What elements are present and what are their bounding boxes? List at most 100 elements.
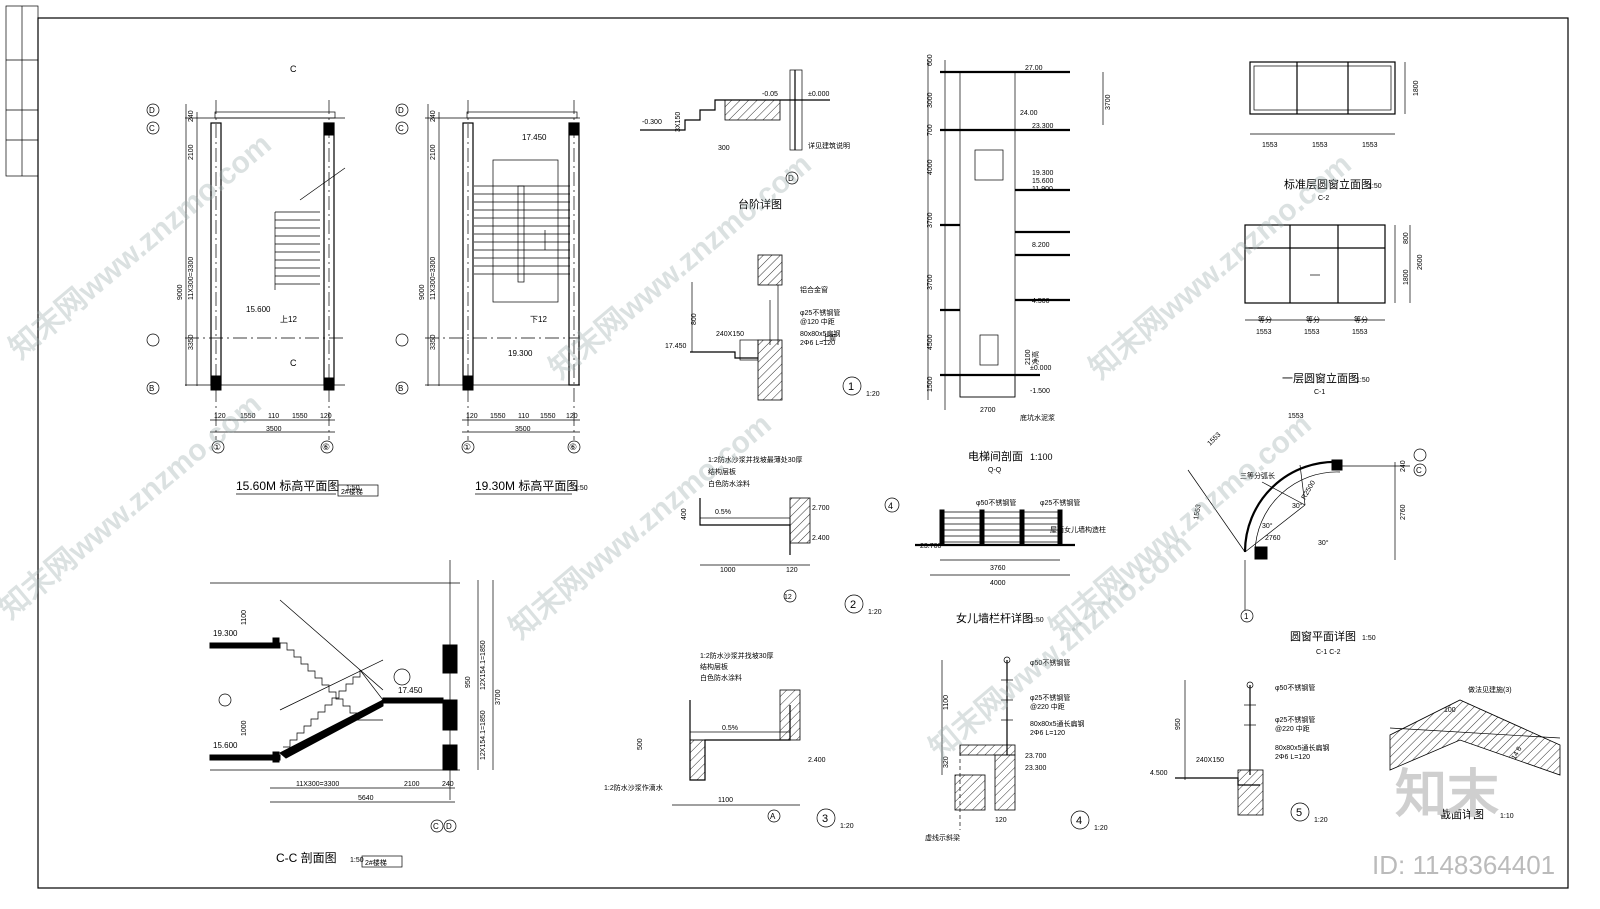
svg-text:-0.05: -0.05 (762, 91, 778, 98)
section-title: 电梯间剖面 (968, 449, 1023, 463)
svg-text:80x80x5扁钢: 80x80x5扁钢 (800, 329, 840, 338)
svg-text:2.400: 2.400 (808, 757, 826, 764)
plan-title: 19.30M 标高平面图 (475, 478, 578, 493)
svg-text:2100: 2100 (430, 144, 437, 160)
svg-text:5: 5 (1296, 807, 1302, 819)
svg-text:1553: 1553 (1304, 329, 1320, 336)
svg-text:800: 800 (691, 313, 698, 325)
svg-text:4: 4 (1076, 815, 1082, 827)
svg-text:240: 240 (430, 110, 437, 122)
svg-text:12X154.1=1850: 12X154.1=1850 (480, 710, 487, 760)
cutoff-detail: 做法见建施(3) 100 14 6 截面详图 1:10 (1389, 685, 1561, 821)
svg-text:120: 120 (995, 817, 1007, 824)
svg-text:C: C (149, 124, 155, 133)
svg-text:A: A (770, 812, 776, 821)
svg-text:知末网www.znzmo.com: 知末网www.znzmo.com (0, 388, 268, 626)
svg-text:1:50: 1:50 (350, 857, 364, 864)
svg-text:2760: 2760 (1400, 504, 1407, 520)
sheet-border (37, 17, 1569, 889)
svg-text:等分: 等分 (1306, 315, 1320, 324)
svg-text:1000: 1000 (241, 720, 248, 736)
svg-text:2.400: 2.400 (812, 535, 830, 542)
detail-5: 950 φ50不锈钢管 φ25不锈钢管 @220 中距 80x80x5通长扁钢 … (1150, 680, 1329, 824)
svg-text:30°: 30° (1262, 522, 1273, 530)
svg-text:500: 500 (637, 738, 644, 750)
svg-text:110: 110 (268, 413, 279, 420)
svg-text:①: ① (213, 442, 221, 452)
parapet-railing-detail: 4 φ50不锈钢管 φ25不锈钢管 屋面女儿墙构造柱 23.700 3760 4… (884, 497, 1106, 625)
svg-text:1:2防水沙浆并找坡最薄处30厚: 1:2防水沙浆并找坡最薄处30厚 (708, 455, 803, 464)
svg-text:3350: 3350 (188, 334, 195, 350)
svg-text:17.450: 17.450 (665, 343, 687, 350)
brand-logo: 知末 (1395, 766, 1499, 824)
svg-text:2600: 2600 (1417, 254, 1424, 270)
svg-text:D: D (149, 106, 155, 115)
svg-text:下12: 下12 (530, 315, 547, 324)
svg-text:1553: 1553 (1256, 329, 1272, 336)
svg-text:2.700: 2.700 (812, 505, 830, 512)
svg-text:上12: 上12 (280, 315, 297, 324)
svg-text:1553: 1553 (1362, 142, 1378, 149)
svg-text:3700: 3700 (927, 274, 934, 290)
svg-text:400: 400 (681, 508, 688, 520)
svg-text:30°: 30° (1292, 502, 1303, 510)
detail-title: 女儿墙栏杆详图 (956, 611, 1033, 625)
svg-text:C-1 C-2: C-1 C-2 (1316, 649, 1341, 656)
svg-text:1:50: 1:50 (1362, 635, 1376, 642)
svg-text:2760: 2760 (1265, 535, 1281, 542)
svg-text:详见建筑说明: 详见建筑说明 (808, 141, 850, 150)
svg-text:30°: 30° (1318, 539, 1329, 547)
svg-text:白色防水涂料: 白色防水涂料 (700, 673, 742, 682)
svg-text:4.500: 4.500 (1032, 298, 1050, 305)
svg-text:2#楼梯: 2#楼梯 (365, 858, 387, 867)
svg-text:23.300: 23.300 (1032, 123, 1054, 130)
svg-text:D: D (788, 174, 794, 183)
svg-text:80x80x5通长扁钢: 80x80x5通长扁钢 (1030, 719, 1084, 728)
svg-text:C: C (433, 822, 439, 831)
svg-text:1553: 1553 (1262, 142, 1278, 149)
svg-text:320: 320 (943, 756, 950, 768)
svg-text:知末网www.znzmo.com: 知末网www.znzmo.com (3, 128, 277, 366)
svg-text:23.700: 23.700 (1025, 753, 1047, 760)
svg-text:3350: 3350 (430, 334, 437, 350)
svg-text:0.5%: 0.5% (715, 509, 731, 516)
svg-text:2100: 2100 (404, 781, 420, 788)
svg-text:15.600: 15.600 (246, 305, 271, 314)
svg-text:8.200: 8.200 (1032, 242, 1050, 249)
svg-text:120: 120 (786, 567, 798, 574)
svg-text:4: 4 (888, 501, 893, 511)
svg-text:C-2: C-2 (1318, 195, 1329, 202)
svg-text:净高: 净高 (1031, 351, 1040, 365)
svg-text:1553: 1553 (1312, 142, 1328, 149)
detail-2: 1:2防水沙浆并找坡最薄处30厚 结构层板 白色防水涂料 0.5% 2.700 … (681, 455, 882, 616)
svg-text:19.300: 19.300 (213, 629, 238, 638)
svg-text:950: 950 (465, 676, 472, 688)
svg-text:80x80x5通长扁钢: 80x80x5通长扁钢 (1275, 743, 1329, 752)
svg-text:等分: 等分 (1354, 315, 1368, 324)
svg-text:1553: 1553 (1288, 413, 1304, 420)
plan-15-60: C C 15.600 上12 9000 11X300=3300 2100 240… (146, 64, 379, 497)
axis-bubble (211, 440, 225, 454)
svg-text:11X300=3300: 11X300=3300 (430, 257, 437, 300)
svg-text:120: 120 (566, 413, 578, 420)
svg-text:27.00: 27.00 (1025, 65, 1043, 72)
svg-text:300: 300 (718, 145, 730, 152)
svg-text:1:20: 1:20 (1094, 825, 1108, 832)
svg-text:1:2防水沙浆作滴水: 1:2防水沙浆作滴水 (604, 783, 663, 792)
svg-text:C: C (1416, 466, 1422, 475)
svg-text:1:100: 1:100 (1030, 452, 1053, 462)
svg-text:3500: 3500 (515, 426, 531, 433)
window-title: 圆窗平面详图 (1290, 629, 1356, 643)
svg-text:铝合金窗: 铝合金窗 (800, 285, 828, 294)
section-title: C-C 剖面图 (276, 851, 337, 865)
svg-text:120: 120 (214, 413, 226, 420)
svg-text:1: 1 (848, 381, 854, 393)
svg-text:1553: 1553 (1206, 431, 1222, 447)
svg-text:1553: 1553 (1193, 504, 1203, 521)
svg-text:φ50不锈钢管: φ50不锈钢管 (1275, 683, 1315, 692)
svg-text:9000: 9000 (419, 284, 426, 300)
svg-text:B: B (149, 384, 154, 393)
axis-bubble (320, 440, 334, 454)
svg-text:3: 3 (822, 813, 828, 825)
svg-text:白色防水涂料: 白色防水涂料 (708, 479, 750, 488)
